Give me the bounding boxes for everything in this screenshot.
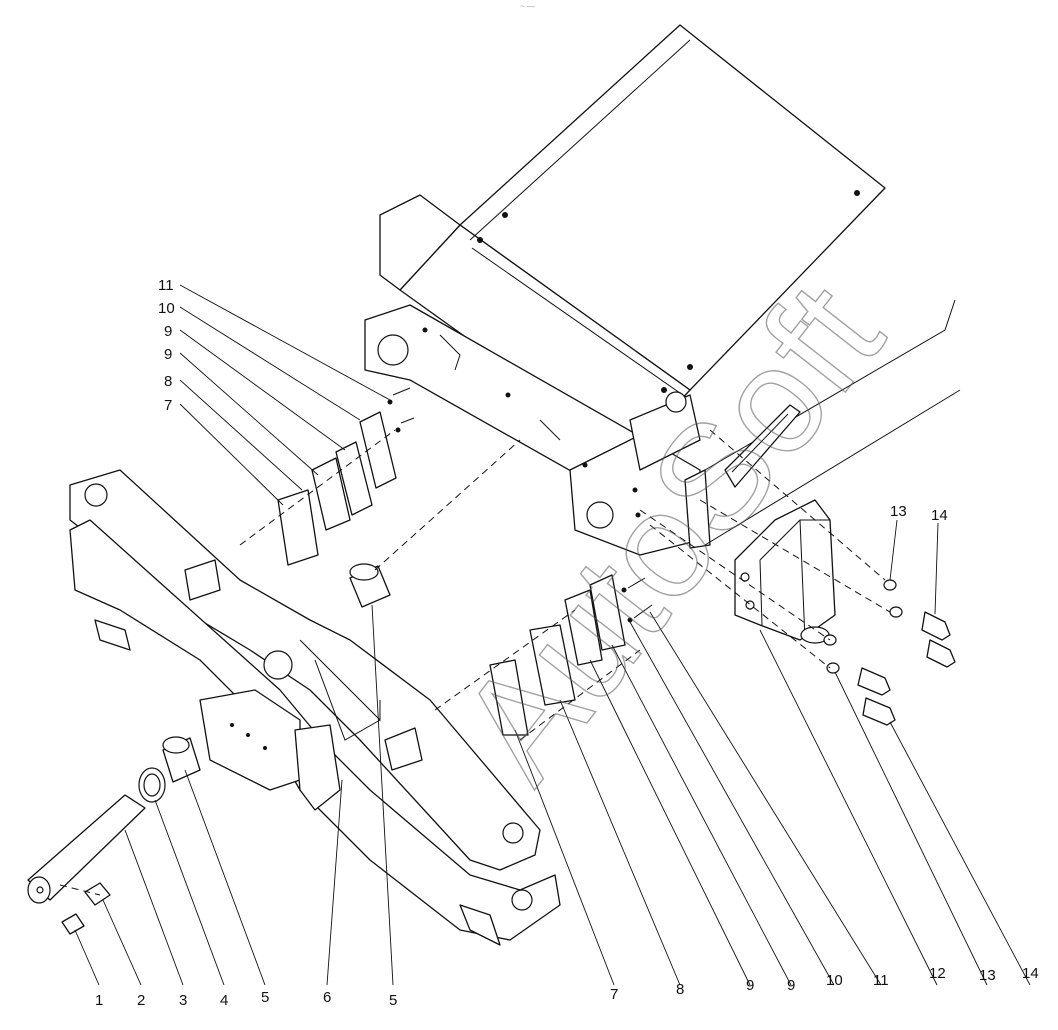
ring	[138, 767, 166, 803]
right-fasteners	[823, 579, 956, 726]
label-9-upper-a: 9	[164, 323, 172, 340]
label-7-upper: 7	[164, 397, 172, 414]
label-11-bottom: 11	[873, 972, 889, 989]
label-5-center: 5	[389, 992, 397, 1009]
right-bracket	[734, 499, 836, 644]
label-8-upper: 8	[164, 373, 172, 390]
label-9-bottom-b: 9	[787, 977, 795, 994]
pin-and-bolts	[27, 794, 146, 935]
label-13-right: 13	[890, 503, 907, 520]
label-3: 3	[179, 992, 187, 1009]
label-14-right: 14	[931, 507, 948, 524]
label-9-upper-b: 9	[164, 346, 172, 363]
label-9-bottom-a: 9	[746, 977, 754, 994]
label-14-bottom: 14	[1022, 965, 1039, 982]
slotted-plate	[724, 404, 801, 488]
top-mark: ~ —	[520, 2, 535, 11]
labels-right-top: 13 14	[890, 503, 948, 524]
upper-shims	[277, 387, 415, 566]
label-11-upper: 11	[158, 277, 174, 294]
label-2: 2	[137, 992, 145, 1009]
upper-frame	[364, 24, 961, 556]
label-10-bottom: 10	[826, 972, 843, 989]
main-arm	[69, 469, 561, 946]
label-13-bottom: 13	[979, 967, 996, 984]
labels-left: 11 10 9 9 8 7	[158, 277, 175, 414]
label-5-left: 5	[261, 989, 269, 1006]
lower-shims	[489, 574, 653, 736]
label-1: 1	[95, 992, 103, 1009]
label-4: 4	[220, 992, 228, 1009]
label-12: 12	[929, 965, 946, 982]
label-7-bottom: 7	[610, 986, 618, 1003]
label-6: 6	[323, 989, 331, 1006]
label-8-bottom: 8	[676, 981, 684, 998]
bushings	[162, 563, 391, 783]
labels-bottom: 1 2 3 4 5 6 5 7 8 9 9 10 11 12 13 14	[95, 965, 1039, 1009]
leader-lines	[74, 284, 1031, 986]
assembly-lines	[59, 429, 891, 896]
label-10-upper: 10	[158, 300, 175, 317]
